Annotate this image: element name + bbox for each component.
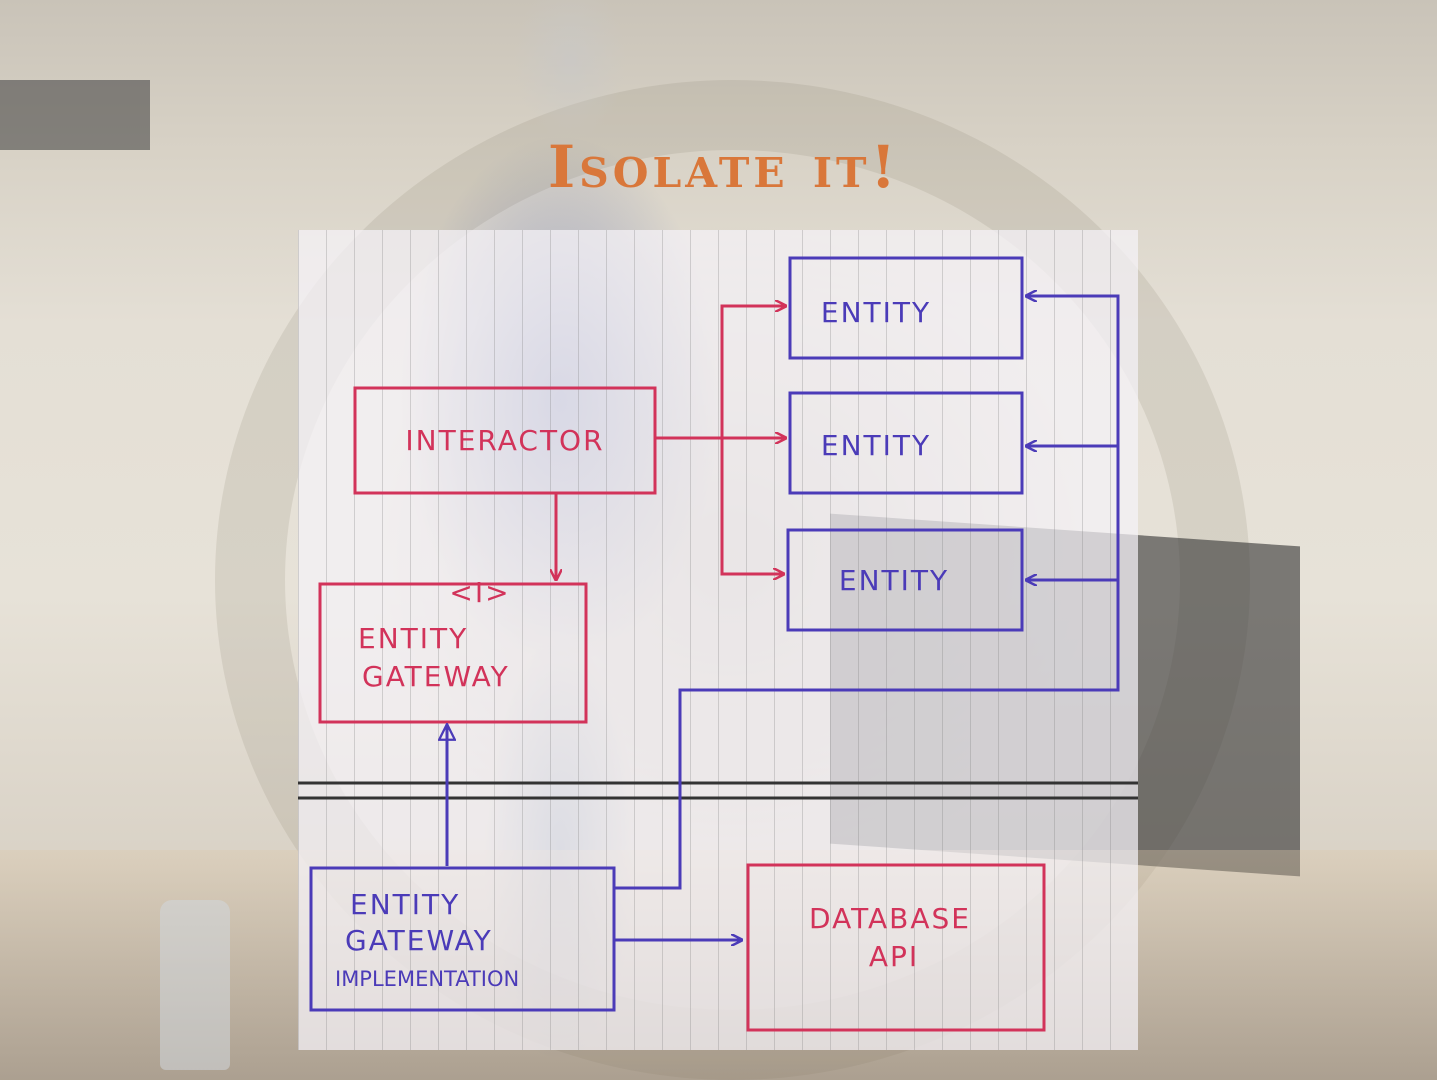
entity-label-2: ENTITY <box>821 429 931 462</box>
entity-label-3: ENTITY <box>839 564 949 597</box>
gateway-impl-label-line-2: GATEWAY <box>345 924 493 957</box>
entity-box-2: ENTITY <box>788 391 1024 495</box>
gateway-label-line-2: GATEWAY <box>362 660 510 693</box>
gateway-implementation-box: ENTITY GATEWAY IMPLEMENTATION <box>309 866 616 1012</box>
entity-box-1: ENTITY <box>788 256 1024 360</box>
entity-label-1: ENTITY <box>821 296 931 329</box>
interactor-label: INTERACTOR <box>405 424 604 457</box>
implementation-to-entities-arrows <box>614 296 1120 890</box>
database-api-box: DATABASE API <box>746 863 1046 1032</box>
interactor-box: INTERACTOR <box>353 386 657 495</box>
gateway-impl-label-line-1: ENTITY <box>350 888 460 921</box>
architecture-boundary <box>298 781 1138 800</box>
entity-gateway-box: <I> ENTITY GATEWAY <box>318 576 588 724</box>
slide-title: Isolate it! <box>548 133 900 201</box>
water-bottle <box>160 900 230 1070</box>
gateway-impl-label-line-3: IMPLEMENTATION <box>335 967 519 991</box>
diagram-paper <box>298 230 1138 1050</box>
database-api-label-line-1: DATABASE <box>809 902 971 935</box>
entity-box-3: ENTITY <box>786 528 1024 632</box>
gateway-stereotype: <I> <box>449 576 510 609</box>
background-sign <box>0 80 150 150</box>
gateway-label-line-1: ENTITY <box>358 622 468 655</box>
database-api-label-line-2: API <box>869 940 919 973</box>
interactor-to-entities-arrows <box>655 306 786 574</box>
